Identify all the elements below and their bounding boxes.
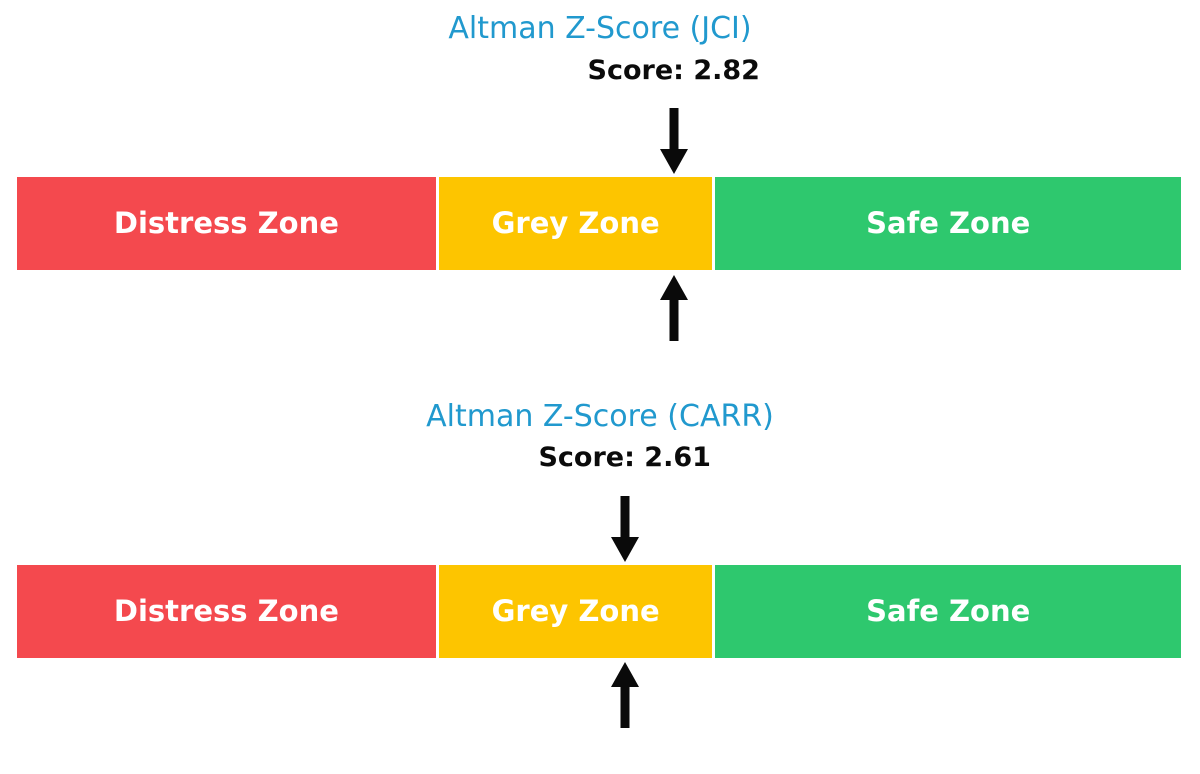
zone-segment-distress: Distress Zone xyxy=(16,177,437,270)
up-arrow-icon xyxy=(659,275,688,341)
zone-label: Distress Zone xyxy=(113,206,339,240)
chart-title: Altman Z-Score (JCI) xyxy=(448,11,752,46)
score-label: Score: 2.61 xyxy=(538,442,711,473)
zone-segment-distress: Distress Zone xyxy=(16,565,437,658)
score-label: Score: 2.82 xyxy=(587,55,760,86)
zone-label: Distress Zone xyxy=(113,594,339,628)
zone-segment-grey: Grey Zone xyxy=(439,565,712,658)
zone-segment-grey: Grey Zone xyxy=(439,177,712,270)
up-arrow-icon xyxy=(610,662,639,728)
down-arrow-icon xyxy=(659,108,688,174)
zone-segment-safe: Safe Zone xyxy=(714,177,1182,270)
zone-segment-safe: Safe Zone xyxy=(714,565,1182,658)
zone-label: Safe Zone xyxy=(866,206,1031,240)
zone-label: Safe Zone xyxy=(866,594,1031,628)
down-arrow-icon xyxy=(610,496,639,562)
zone-label: Grey Zone xyxy=(491,206,660,240)
chart-title: Altman Z-Score (CARR) xyxy=(426,399,774,434)
zone-label: Grey Zone xyxy=(491,594,660,628)
